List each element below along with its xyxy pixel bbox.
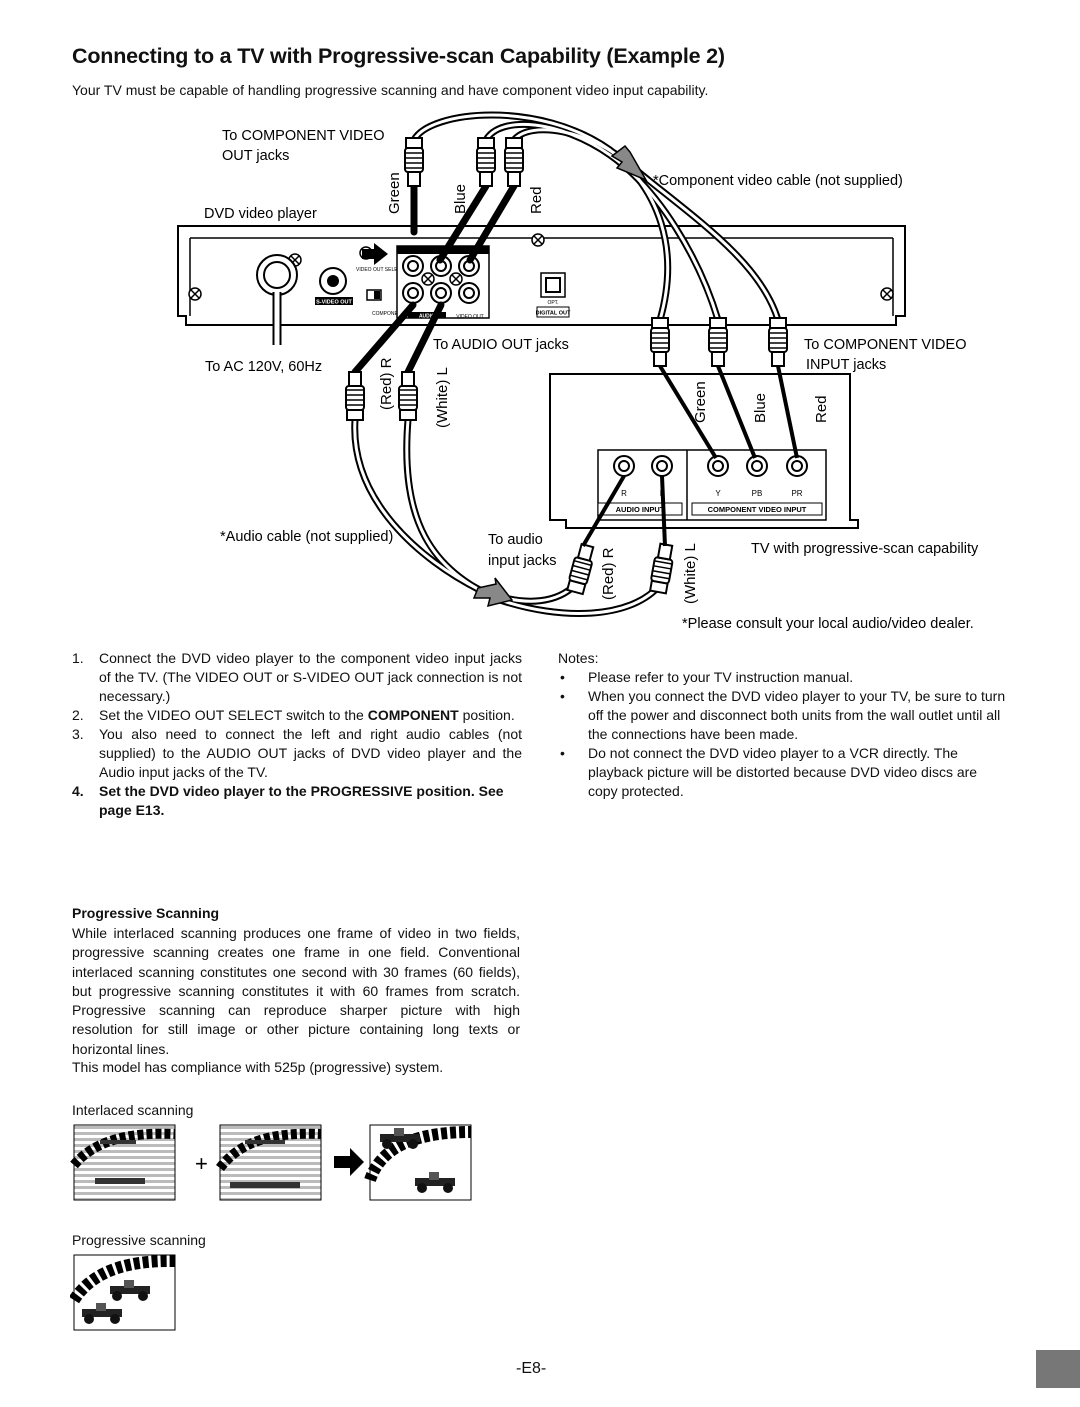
tv-pb-label: PB bbox=[752, 489, 763, 498]
blue-label-top: Blue bbox=[452, 184, 469, 214]
to-audio-input-label-1: To audio bbox=[488, 532, 543, 548]
progressive-frame bbox=[70, 1254, 176, 1331]
scanning-illustration: + bbox=[70, 1124, 472, 1331]
video-out-select-label: VIDEO OUT SELECT bbox=[356, 267, 404, 273]
red-label-top: Red bbox=[528, 186, 545, 214]
to-component-in-label-1: To COMPONENT VIDEO bbox=[804, 337, 966, 353]
to-audio-out-label: To AUDIO OUT jacks bbox=[433, 337, 569, 353]
red-label-tv: Red bbox=[813, 395, 830, 423]
component-switch-label: COMPONENT bbox=[372, 311, 405, 317]
audio-out-label: AUDIO bbox=[419, 314, 435, 320]
red-r-label-dvd: (Red) R bbox=[378, 357, 395, 410]
notes-section: Notes: •Please refer to your TV instruct… bbox=[558, 649, 1008, 801]
component-video-input-label: COMPONENT VIDEO INPUT bbox=[708, 505, 807, 514]
to-ac-label: To AC 120V, 60Hz bbox=[205, 359, 322, 375]
digital-out-label: DIGITAL OUT bbox=[536, 311, 571, 317]
interlaced-field-2 bbox=[216, 1124, 322, 1201]
note-item: •Do not connect the DVD video player to … bbox=[560, 745, 978, 799]
tv-r-label: R bbox=[621, 489, 627, 498]
to-component-in-label-2: INPUT jacks bbox=[806, 357, 886, 373]
tv-rear-panel: R L Y PB PR AUDIO INPUT COMPONENT VIDEO … bbox=[549, 373, 859, 529]
dealer-note: *Please consult your local audio/video d… bbox=[682, 616, 974, 632]
notes-heading: Notes: bbox=[558, 650, 599, 666]
page-title: Connecting to a TV with Progressive-scan… bbox=[72, 44, 725, 68]
progressive-body: While interlaced scanning produces one f… bbox=[72, 925, 520, 1057]
dvd-player-label: DVD video player bbox=[204, 206, 317, 222]
steps-list: 1. Connect the DVD video player to the c… bbox=[72, 649, 522, 820]
to-audio-input-label-2: input jacks bbox=[488, 553, 557, 569]
progressive-heading: Progressive Scanning bbox=[72, 905, 220, 921]
audio-cable-note: *Audio cable (not supplied) bbox=[220, 529, 393, 545]
interlaced-field-1 bbox=[70, 1124, 176, 1201]
white-l-label-dvd: (White) L bbox=[434, 367, 451, 428]
green-label-tv: Green bbox=[692, 381, 709, 423]
red-r-label-tv: (Red) R bbox=[600, 547, 617, 600]
interlaced-label: Interlaced scanning bbox=[72, 1102, 194, 1118]
page-number: -E8- bbox=[516, 1360, 547, 1377]
blue-label-tv: Blue bbox=[752, 393, 769, 423]
s-video-out-label: S-VIDEO OUT bbox=[316, 300, 352, 306]
opt-label: OPT. bbox=[547, 300, 558, 306]
tv-caption: TV with progressive-scan capability bbox=[751, 541, 979, 557]
note-item: •When you connect the DVD video player t… bbox=[560, 688, 1006, 742]
note-item: •Please refer to your TV instruction man… bbox=[560, 669, 854, 685]
step-3: 3. You also need to connect the left and… bbox=[72, 726, 522, 780]
video-out-label: VIDEO OUT bbox=[456, 314, 484, 320]
dvd-player-rear-panel: S-VIDEO OUT VIDEO OUT SELECT COMPONENT A… bbox=[177, 225, 906, 326]
tv-pr-label: PR bbox=[791, 489, 802, 498]
intro-text: Your TV must be capable of handling prog… bbox=[72, 82, 709, 98]
arrow-icon bbox=[334, 1148, 364, 1176]
step-2: 2. Set the VIDEO OUT SELECT switch to th… bbox=[72, 707, 515, 723]
plus-sign: + bbox=[195, 1151, 208, 1176]
step-4: 4. Set the DVD video player to the PROGR… bbox=[72, 783, 504, 818]
green-label-top: Green bbox=[386, 172, 403, 214]
progressive-label: Progressive scanning bbox=[72, 1232, 206, 1248]
connection-diagram: S-VIDEO OUT VIDEO OUT SELECT COMPONENT A… bbox=[177, 111, 979, 632]
to-component-out-label-1: To COMPONENT VIDEO bbox=[222, 128, 384, 144]
component-cable-note: *Component video cable (not supplied) bbox=[653, 173, 903, 189]
compliance-text: This model has compliance with 525p (pro… bbox=[72, 1059, 444, 1075]
interlaced-combined-frame bbox=[364, 1124, 472, 1201]
page-edge-tab bbox=[1036, 1350, 1080, 1388]
tv-y-label: Y bbox=[715, 489, 721, 498]
white-l-label-tv: (White) L bbox=[682, 543, 699, 604]
step-1: 1. Connect the DVD video player to the c… bbox=[72, 650, 522, 704]
audio-input-label: AUDIO INPUT bbox=[616, 505, 665, 514]
to-component-out-label-2: OUT jacks bbox=[222, 148, 289, 164]
